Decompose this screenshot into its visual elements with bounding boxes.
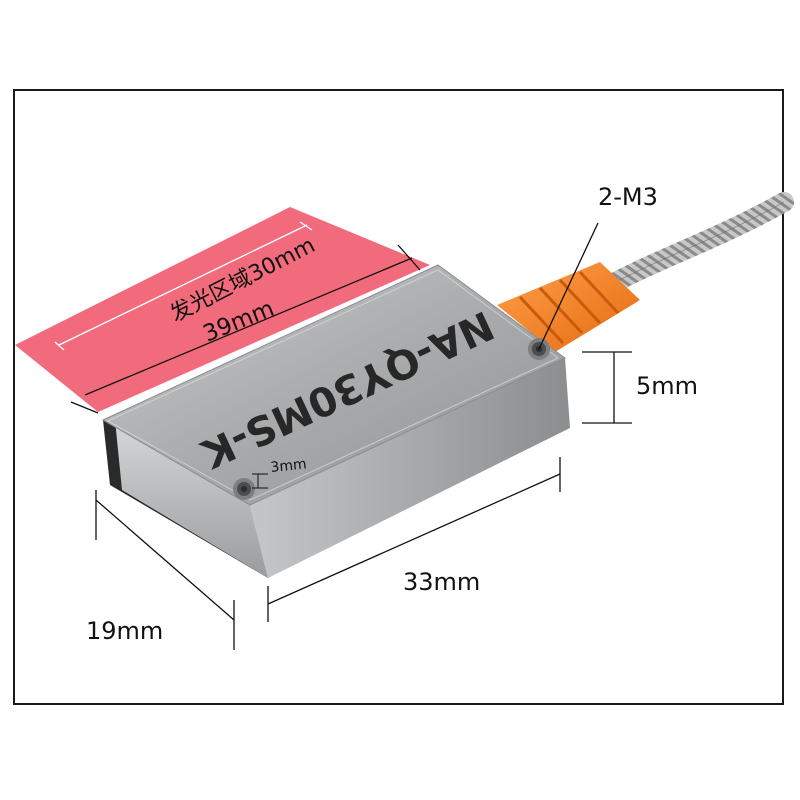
width-label-33: 33mm <box>403 568 480 596</box>
thread-label: 2-M3 <box>598 183 658 211</box>
thread-leader-line <box>538 222 599 350</box>
hole-offset-label: 3mm <box>270 456 308 476</box>
dimension-width-33 <box>267 457 561 622</box>
sensor-housing <box>101 264 570 578</box>
height-label-5: 5mm <box>636 372 698 400</box>
outer-frame <box>13 89 784 705</box>
orange-sleeve <box>497 262 640 352</box>
metal-hose <box>600 192 794 295</box>
mounting-hole-left <box>233 478 255 500</box>
dimension-emission-length <box>54 221 313 351</box>
dimension-depth-19 <box>95 490 235 650</box>
emission-area-band <box>15 207 430 412</box>
depth-label-19: 19mm <box>86 617 163 645</box>
dimension-hole-offset <box>252 473 268 489</box>
dimension-length-39 <box>70 244 421 414</box>
dimension-height-5 <box>582 351 632 424</box>
